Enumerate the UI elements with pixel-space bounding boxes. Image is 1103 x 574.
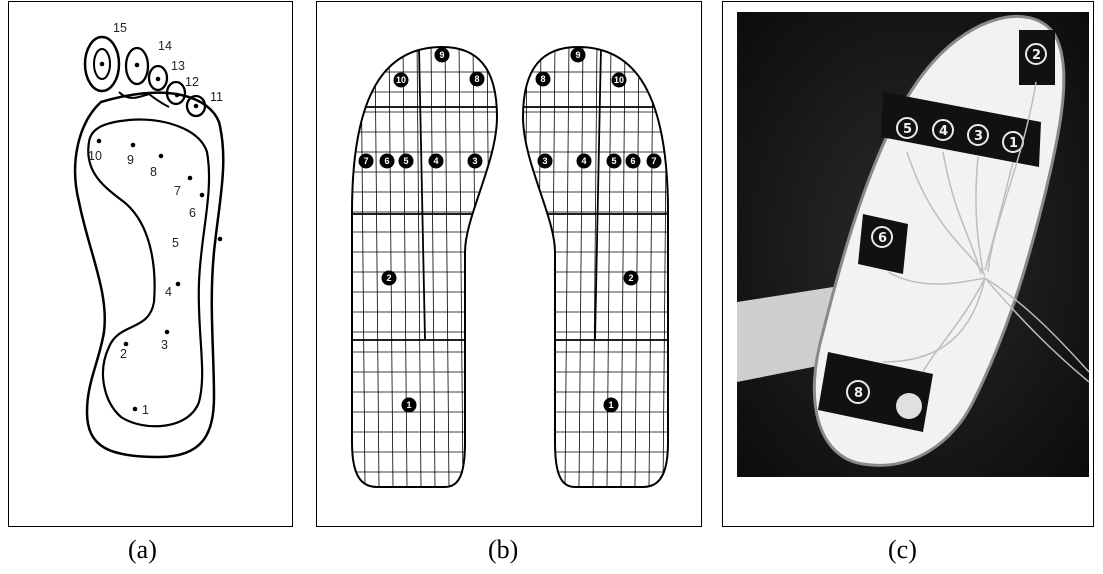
svg-text:5: 5 bbox=[172, 236, 179, 250]
svg-text:14: 14 bbox=[158, 39, 172, 53]
svg-text:8: 8 bbox=[474, 74, 479, 84]
caption-a: (a) bbox=[128, 535, 157, 565]
svg-text:5: 5 bbox=[403, 156, 408, 166]
panel-c-insole-photo: 2 1 3 4 5 6 8 bbox=[722, 1, 1094, 527]
svg-text:3: 3 bbox=[161, 338, 168, 352]
marker-7: 7 bbox=[647, 154, 662, 169]
svg-text:15: 15 bbox=[113, 21, 127, 35]
svg-text:8: 8 bbox=[150, 165, 157, 179]
svg-text:12: 12 bbox=[185, 75, 199, 89]
svg-text:5: 5 bbox=[903, 122, 912, 137]
svg-text:7: 7 bbox=[174, 184, 181, 198]
svg-text:4: 4 bbox=[165, 285, 172, 299]
insole-photo: 2 1 3 4 5 6 8 bbox=[723, 2, 1094, 527]
svg-text:10: 10 bbox=[88, 149, 102, 163]
marker-2: 2 bbox=[382, 271, 397, 286]
marker-5: 5 bbox=[399, 154, 414, 169]
left-insole-outline bbox=[352, 47, 497, 487]
svg-text:2: 2 bbox=[120, 347, 127, 361]
right-insole-outline bbox=[523, 47, 668, 487]
svg-text:8: 8 bbox=[540, 74, 545, 84]
foot-outline-figure: 1 2 3 4 5 6 7 8 9 10 11 12 13 14 15 bbox=[9, 2, 293, 527]
marker-10: 10 bbox=[394, 73, 409, 88]
marker-4: 4 bbox=[577, 154, 592, 169]
marker-8: 8 bbox=[470, 72, 485, 87]
svg-text:1: 1 bbox=[1009, 136, 1018, 151]
svg-text:11: 11 bbox=[210, 90, 223, 104]
left-insole-grid bbox=[347, 42, 507, 487]
marker-9: 9 bbox=[435, 48, 450, 63]
svg-text:8: 8 bbox=[854, 386, 863, 401]
insole-grid-figure: 1 1 2 2 3 3 4 4 5 5 6 6 7 7 8 8 9 9 10 10 bbox=[317, 2, 702, 527]
svg-text:6: 6 bbox=[878, 231, 887, 246]
marker-6: 6 bbox=[380, 154, 395, 169]
marker-7: 7 bbox=[359, 154, 374, 169]
marker-3: 3 bbox=[538, 154, 553, 169]
panel-b-insole-grids: 1 1 2 2 3 3 4 4 5 5 6 6 7 7 8 8 9 9 10 10 bbox=[316, 1, 702, 527]
caption-c: (c) bbox=[888, 535, 917, 565]
svg-text:6: 6 bbox=[384, 156, 389, 166]
svg-text:1: 1 bbox=[142, 403, 149, 417]
marker-1: 1 bbox=[402, 398, 417, 413]
svg-text:7: 7 bbox=[363, 156, 368, 166]
svg-text:5: 5 bbox=[611, 156, 616, 166]
svg-text:4: 4 bbox=[939, 124, 948, 139]
svg-text:1: 1 bbox=[608, 400, 613, 410]
svg-text:9: 9 bbox=[575, 50, 580, 60]
marker-9: 9 bbox=[571, 48, 586, 63]
svg-text:4: 4 bbox=[433, 156, 438, 166]
svg-text:10: 10 bbox=[614, 75, 624, 85]
marker-8: 8 bbox=[536, 72, 551, 87]
svg-text:6: 6 bbox=[630, 156, 635, 166]
svg-text:1: 1 bbox=[406, 400, 411, 410]
foot-inner-outline bbox=[88, 119, 209, 426]
foot-outer-outline bbox=[75, 93, 223, 457]
marker-5: 5 bbox=[607, 154, 622, 169]
marker-1: 1 bbox=[604, 398, 619, 413]
svg-text:3: 3 bbox=[974, 129, 983, 144]
svg-text:9: 9 bbox=[127, 153, 134, 167]
svg-text:4: 4 bbox=[581, 156, 586, 166]
svg-text:6: 6 bbox=[189, 206, 196, 220]
caption-b: (b) bbox=[488, 535, 518, 565]
marker-4: 4 bbox=[429, 154, 444, 169]
svg-text:9: 9 bbox=[439, 50, 444, 60]
sensor-disc-7 bbox=[896, 393, 922, 419]
marker-3: 3 bbox=[468, 154, 483, 169]
svg-text:10: 10 bbox=[396, 75, 406, 85]
numbered-markers: 1 1 2 2 3 3 4 4 5 5 6 6 7 7 8 8 9 9 10 10 bbox=[359, 48, 662, 413]
marker-10: 10 bbox=[612, 73, 627, 88]
svg-text:3: 3 bbox=[472, 156, 477, 166]
marker-2: 2 bbox=[624, 271, 639, 286]
marker-6: 6 bbox=[626, 154, 641, 169]
panel-a-foot-diagram: 1 2 3 4 5 6 7 8 9 10 11 12 13 14 15 bbox=[8, 1, 293, 527]
svg-text:2: 2 bbox=[1032, 48, 1041, 63]
right-insole-grid bbox=[509, 42, 673, 487]
svg-text:2: 2 bbox=[386, 273, 391, 283]
svg-text:3: 3 bbox=[542, 156, 547, 166]
svg-text:13: 13 bbox=[171, 59, 185, 73]
svg-text:7: 7 bbox=[651, 156, 656, 166]
svg-text:2: 2 bbox=[628, 273, 633, 283]
